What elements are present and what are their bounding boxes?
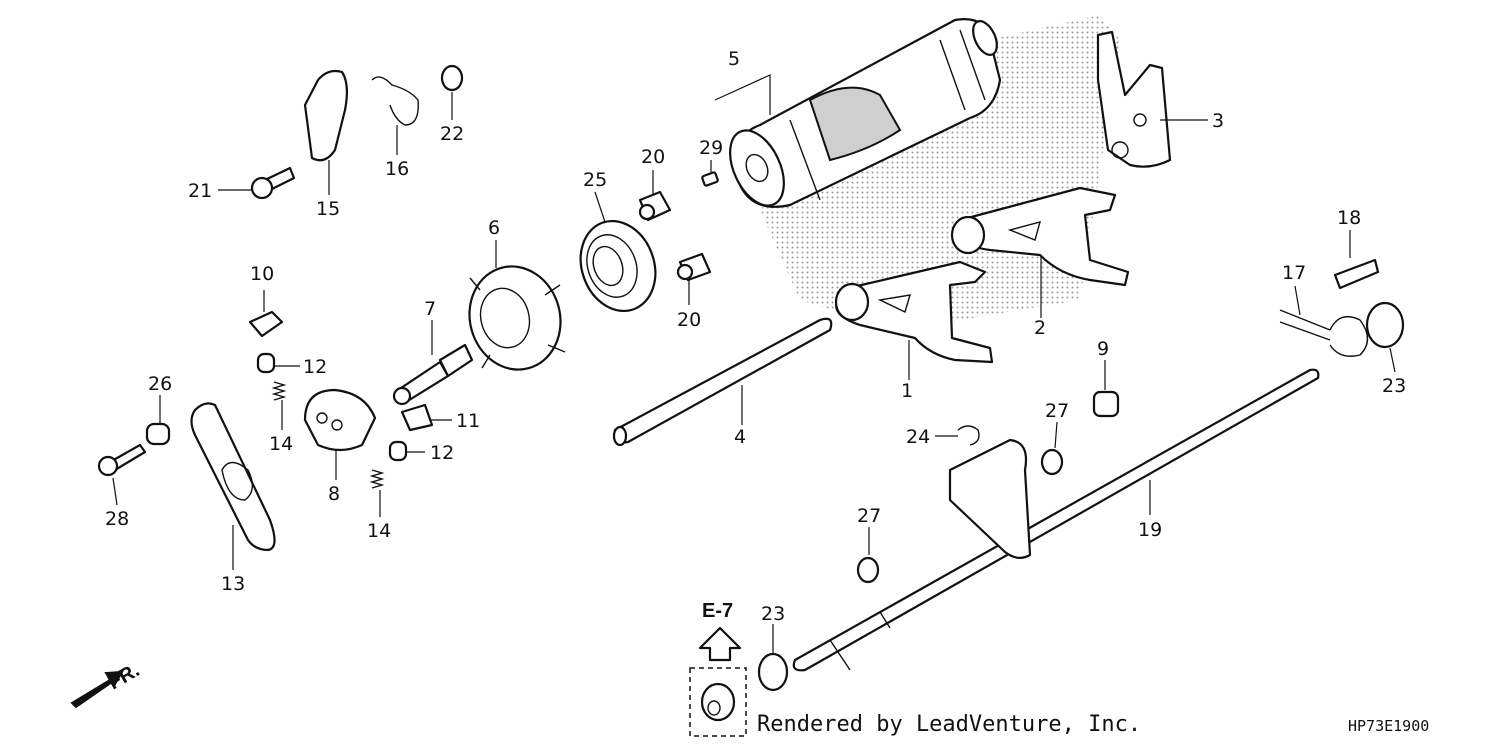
stopper-pin-b[interactable] bbox=[676, 252, 712, 282]
bolt-18[interactable] bbox=[1333, 258, 1380, 290]
circlip-27b[interactable] bbox=[856, 556, 880, 584]
callout-26: 26 bbox=[148, 373, 172, 395]
callout-2: 2 bbox=[1034, 317, 1046, 339]
callout-18: 18 bbox=[1337, 207, 1361, 229]
shift-fork-1[interactable] bbox=[834, 260, 994, 364]
plunger-12b[interactable] bbox=[388, 440, 408, 462]
return-spring-16[interactable] bbox=[371, 76, 419, 126]
bolt-9[interactable] bbox=[1092, 390, 1120, 418]
callout-1: 1 bbox=[901, 380, 913, 402]
callout-10: 10 bbox=[250, 263, 274, 285]
clip-24[interactable] bbox=[957, 425, 980, 446]
callout-28: 28 bbox=[105, 508, 129, 530]
callout-25: 25 bbox=[583, 169, 607, 191]
credit-text: Rendered by LeadVenture, Inc. bbox=[757, 712, 1141, 737]
cam-bolt[interactable] bbox=[392, 343, 474, 406]
washer-23b[interactable] bbox=[757, 652, 789, 692]
shift-drum-center[interactable] bbox=[458, 256, 572, 380]
collar[interactable] bbox=[145, 422, 171, 446]
callout-12a: 12 bbox=[303, 356, 327, 378]
callout-3: 3 bbox=[1212, 110, 1224, 132]
reference-box bbox=[689, 667, 747, 737]
callout-14b: 14 bbox=[367, 520, 391, 542]
return-spring-17[interactable] bbox=[1279, 309, 1369, 357]
front-arrow-icon bbox=[70, 670, 124, 709]
callout-8: 8 bbox=[328, 483, 340, 505]
stopper-pin-a[interactable] bbox=[638, 190, 672, 222]
flange-bolt-28[interactable] bbox=[97, 443, 147, 477]
front-label: FR. bbox=[105, 659, 144, 694]
callout-19: 19 bbox=[1138, 519, 1162, 541]
callout-21: 21 bbox=[188, 180, 212, 202]
callout-23a: 23 bbox=[1382, 375, 1406, 397]
callout-13: 13 bbox=[221, 573, 245, 595]
callout-9: 9 bbox=[1097, 338, 1109, 360]
callout-14a: 14 bbox=[269, 433, 293, 455]
callout-labels: 1 2 3 4 5 6 7 8 9 10 11 12 12 13 14 14 1… bbox=[105, 48, 1406, 625]
spring-14a[interactable] bbox=[271, 381, 287, 401]
dowel-pin[interactable] bbox=[701, 171, 719, 187]
callout-4: 4 bbox=[734, 426, 746, 448]
gearshift-spindle[interactable] bbox=[792, 368, 1320, 672]
reference-e7[interactable]: E-7 bbox=[689, 600, 747, 737]
ratchet-pawl-11[interactable] bbox=[400, 403, 434, 432]
callout-15: 15 bbox=[316, 198, 340, 220]
callout-29: 29 bbox=[699, 137, 723, 159]
washer-23a[interactable] bbox=[1365, 301, 1405, 349]
circlip-27a[interactable] bbox=[1040, 448, 1064, 476]
shift-fork-2[interactable] bbox=[950, 186, 1130, 287]
reference-label: E-7 bbox=[702, 600, 733, 622]
fork-shaft[interactable] bbox=[612, 317, 833, 447]
guide-plate[interactable] bbox=[190, 402, 276, 552]
callout-20b: 20 bbox=[677, 309, 701, 331]
callout-24: 24 bbox=[906, 426, 930, 448]
up-arrow-icon bbox=[698, 626, 742, 662]
front-direction-indicator: FR. bbox=[70, 659, 144, 709]
spring-14b[interactable] bbox=[369, 469, 385, 489]
callout-23b: 23 bbox=[761, 603, 785, 625]
callout-16: 16 bbox=[385, 158, 409, 180]
leader-lines bbox=[112, 74, 1396, 655]
washer-22[interactable] bbox=[440, 64, 464, 92]
shift-drum[interactable] bbox=[719, 17, 1002, 214]
callout-22: 22 bbox=[440, 123, 464, 145]
callout-20a: 20 bbox=[641, 146, 665, 168]
callout-17: 17 bbox=[1282, 262, 1306, 284]
callout-7: 7 bbox=[424, 298, 436, 320]
shift-fork-3[interactable] bbox=[1096, 30, 1172, 168]
stopper-arm[interactable] bbox=[303, 69, 349, 162]
drum-shifter[interactable] bbox=[303, 388, 377, 452]
bolt-21[interactable] bbox=[250, 166, 296, 200]
callout-6: 6 bbox=[488, 217, 500, 239]
callout-12b: 12 bbox=[430, 442, 454, 464]
callout-27a: 27 bbox=[1045, 400, 1069, 422]
callout-5: 5 bbox=[728, 48, 740, 70]
callout-11: 11 bbox=[456, 410, 480, 432]
diagram-code: HP73E1900 bbox=[1348, 717, 1429, 735]
ratchet-pawl-10[interactable] bbox=[248, 310, 284, 338]
callout-27b: 27 bbox=[857, 505, 881, 527]
bearing[interactable] bbox=[568, 210, 667, 321]
plunger-12a[interactable] bbox=[256, 352, 276, 374]
